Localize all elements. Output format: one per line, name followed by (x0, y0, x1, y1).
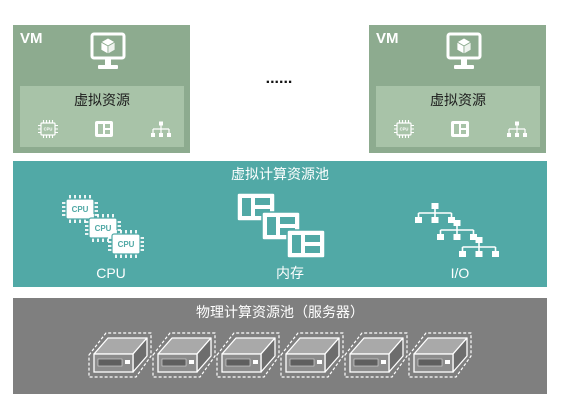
vm-label: VM (376, 30, 399, 47)
io-tree-icon (437, 220, 477, 240)
virtual-resource-box: 虚拟资源 CPU (376, 86, 540, 147)
io-tree-icon (507, 121, 527, 137)
server-icon (152, 332, 216, 378)
cpu-label: CPU (96, 265, 126, 281)
io-tree-icon (459, 237, 499, 257)
memory-icon (95, 121, 113, 137)
physical-resource-pool: 物理计算资源池（服务器） (13, 298, 547, 394)
memory-stack-icon (236, 192, 326, 259)
cpu-chip-icon: CPU (38, 120, 58, 138)
io-tree-icon (415, 203, 455, 223)
vm-box: VM 虚拟资源 CPU (369, 25, 546, 153)
server-icon (216, 332, 280, 378)
virtual-pool-title: 虚拟计算资源池 (231, 166, 329, 182)
chip-label: CPU (118, 240, 135, 249)
server-icon (344, 332, 408, 378)
memory-icon (451, 121, 469, 137)
virtual-resource-pool: 虚拟计算资源池 CPU CPU CPU CPU 内存 I/O (13, 161, 547, 287)
ellipsis: ...... (265, 70, 293, 87)
server-icon (88, 332, 152, 378)
server-row (88, 332, 472, 378)
virtual-resource-label: 虚拟资源 (74, 92, 130, 108)
chip-label: CPU (72, 205, 89, 214)
vm-label: VM (20, 30, 43, 47)
server-icon (280, 332, 344, 378)
memory-label: 内存 (276, 265, 304, 281)
chip-label: CPU (95, 224, 112, 233)
vm-box: VM 虚拟资源 CPU (13, 25, 190, 153)
chip-label: CPU (44, 127, 53, 132)
io-label: I/O (450, 265, 470, 281)
io-tree-icon (151, 121, 171, 137)
cpu-chip-icon: CPU (394, 120, 414, 138)
cpu-chip-icon: CPU (108, 230, 144, 258)
virtual-resource-label: 虚拟资源 (430, 92, 486, 108)
chip-label: CPU (400, 127, 409, 132)
memory-module-icon (286, 229, 326, 259)
monitor-cube-icon (90, 32, 126, 69)
cpu-stack-icon: CPU CPU CPU (62, 195, 144, 258)
physical-pool-title: 物理计算资源池（服务器） (196, 304, 364, 320)
server-icon (408, 332, 472, 378)
virtual-resource-box: 虚拟资源 CPU (20, 86, 184, 147)
io-tree-stack-icon (415, 203, 499, 257)
cpu-chip-icon: CPU (85, 214, 121, 242)
monitor-cube-icon (446, 32, 482, 69)
cpu-chip-icon: CPU (62, 195, 98, 223)
